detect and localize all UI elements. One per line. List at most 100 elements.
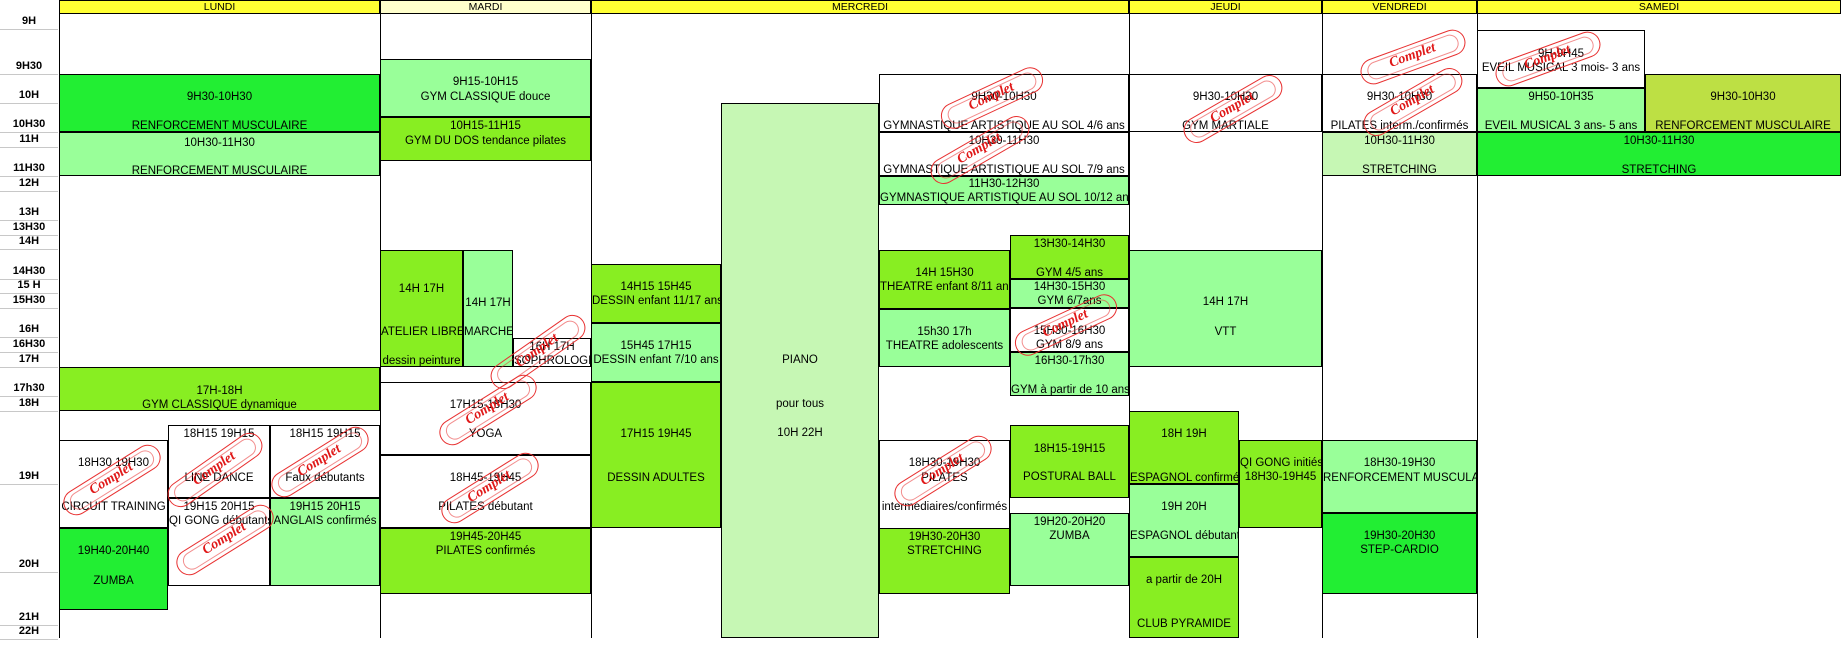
activity-time: 13H30-14H30: [1033, 238, 1106, 250]
activity-time: PIANO: [782, 354, 818, 366]
time-gridline: [0, 191, 58, 192]
time-label: 17h30: [13, 382, 45, 394]
activity-time: 9H-9H45: [1537, 48, 1585, 60]
time-label: 13H: [18, 206, 40, 218]
time-gridline: [0, 29, 58, 30]
activity-label: PILATES interm./confirmés: [1330, 120, 1469, 132]
activity-time: 18H15 19H15: [289, 428, 361, 440]
activity-time: 19H 20H: [1161, 501, 1207, 513]
activity-label: ANGLAIS confirmés: [273, 515, 377, 527]
activity-label: GYM CLASSIQUE dynamique: [142, 399, 297, 411]
time-gridline: [0, 132, 58, 133]
activity-label: MARCHE: [464, 326, 513, 338]
time-label: 20H: [18, 558, 40, 570]
activity-time: 17H15 19H45: [620, 428, 692, 440]
activity-time: 19H30-20H30: [1363, 530, 1436, 542]
activity-label: GYM à partir de 10 ans: [1011, 384, 1129, 396]
activity-label: PILATES: [921, 472, 968, 484]
time-gridline: [0, 235, 58, 236]
activity-label: VTT: [1214, 326, 1237, 338]
activity-gym-classique-dynamique[interactable]: 17H-18H GYM CLASSIQUE dynamique: [59, 367, 380, 411]
activity-label: GYM 6/7ans: [1037, 295, 1102, 307]
time-label: 17H: [18, 353, 40, 365]
activity-label: DESSIN enfant 11/17 ans: [592, 295, 721, 307]
activity-label: CLUB PYRAMIDE: [1137, 618, 1231, 630]
activity-label: STRETCHING: [1621, 164, 1697, 176]
activity-label: THEATRE enfant 8/11 ans: [880, 281, 1010, 293]
activity-label: RENFORCEMENT MUSCULAIRE: [1323, 472, 1476, 484]
time-label: 10H30: [12, 118, 46, 130]
time-gridline: [0, 279, 58, 280]
time-label: 16H: [18, 323, 40, 335]
activity-label: GYMNASTIQUE ARTISTIQUE AU SOL 4/6 ans: [883, 120, 1125, 132]
activity-time: 18H30-19H45: [1244, 471, 1317, 483]
activity-time: 9H30-10H30: [971, 91, 1037, 103]
day-separator: [1477, 14, 1478, 638]
activity-label: STRETCHING: [1362, 164, 1437, 176]
activity-time: 19H15 20H15: [289, 501, 361, 513]
time-gridline: [0, 411, 58, 412]
activity-time: 15H30-16H30: [1033, 325, 1106, 337]
activity-time: 17H-18H: [196, 385, 243, 397]
activity-time: 15h30 17h: [917, 326, 972, 338]
time-gridline: [0, 293, 58, 294]
time-gridline: [0, 352, 58, 353]
activity-time: 9H30-10H30: [1710, 91, 1776, 103]
activity-time: 18H30-19H30: [1363, 457, 1436, 469]
time-label: 13H30: [12, 221, 46, 233]
time-gridline: [0, 484, 58, 485]
activity-label: PILATES débutant: [438, 501, 533, 513]
time-label: 22H: [18, 625, 40, 637]
activity-label: GYM MARTIALE: [1182, 120, 1269, 132]
activity-time: 14H15 15H45: [620, 281, 692, 293]
activity-label: CIRCUIT TRAINING: [61, 501, 166, 513]
activity-label: QI GONG débutants: [169, 515, 270, 527]
